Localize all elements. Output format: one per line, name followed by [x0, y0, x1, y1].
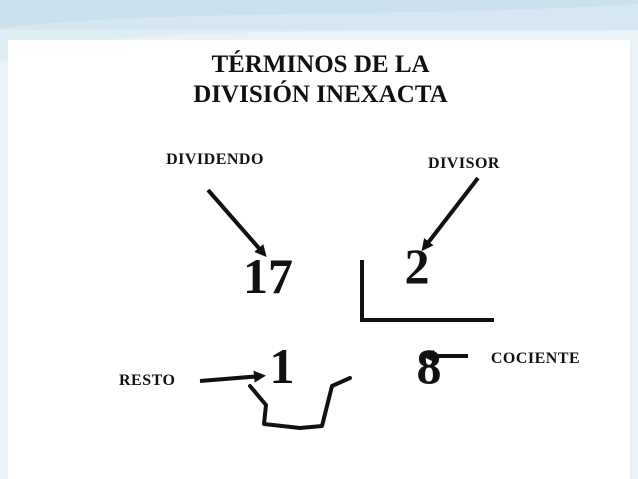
dividendo-label: DIVIDENDO	[145, 146, 285, 174]
resto-value: 1	[244, 330, 320, 402]
title-line-2: DIVISIÓN INEXACTA	[193, 81, 448, 108]
resto-label: RESTO	[113, 367, 211, 395]
divisor-value: 2	[371, 232, 463, 300]
cociente-label: COCIENTE	[470, 345, 601, 373]
slide-title: TÉRMINOS DE LA DIVISIÓN INEXACTA	[157, 44, 484, 116]
dividendo-value: 17	[192, 238, 344, 313]
title-line-1: TÉRMINOS DE LA	[211, 51, 430, 78]
divisor-label: DIVISOR	[397, 150, 531, 178]
cociente-value: 8	[377, 332, 481, 400]
